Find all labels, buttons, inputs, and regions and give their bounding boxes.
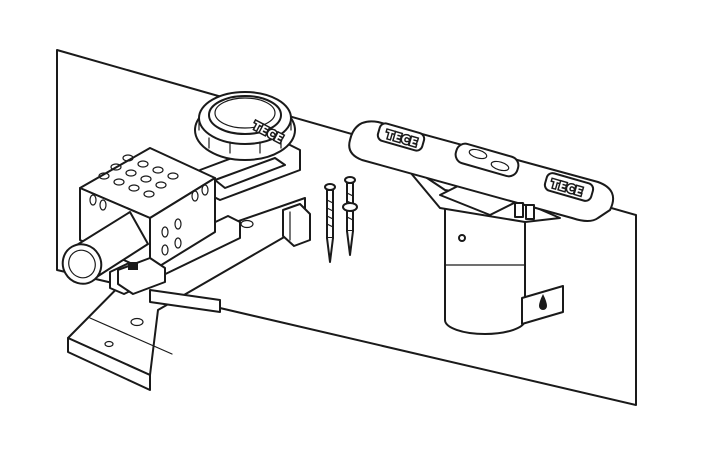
side-nozzle [61,211,149,285]
block-fitting [117,257,166,295]
water-drop-icon [539,294,547,310]
trap-ring: TECE [194,91,296,161]
riser-clip [282,203,311,247]
drain-cover-plate: TECE TECE [348,120,614,223]
screw-2 [342,176,358,256]
plate-slot-center [454,142,520,178]
screw-1 [324,183,336,263]
plate-slot-left: TECE [376,122,426,152]
drain-trap-assembly: TECE [61,91,311,391]
water-symbol [521,285,564,325]
screws [324,176,358,263]
plate-clips [514,202,535,220]
